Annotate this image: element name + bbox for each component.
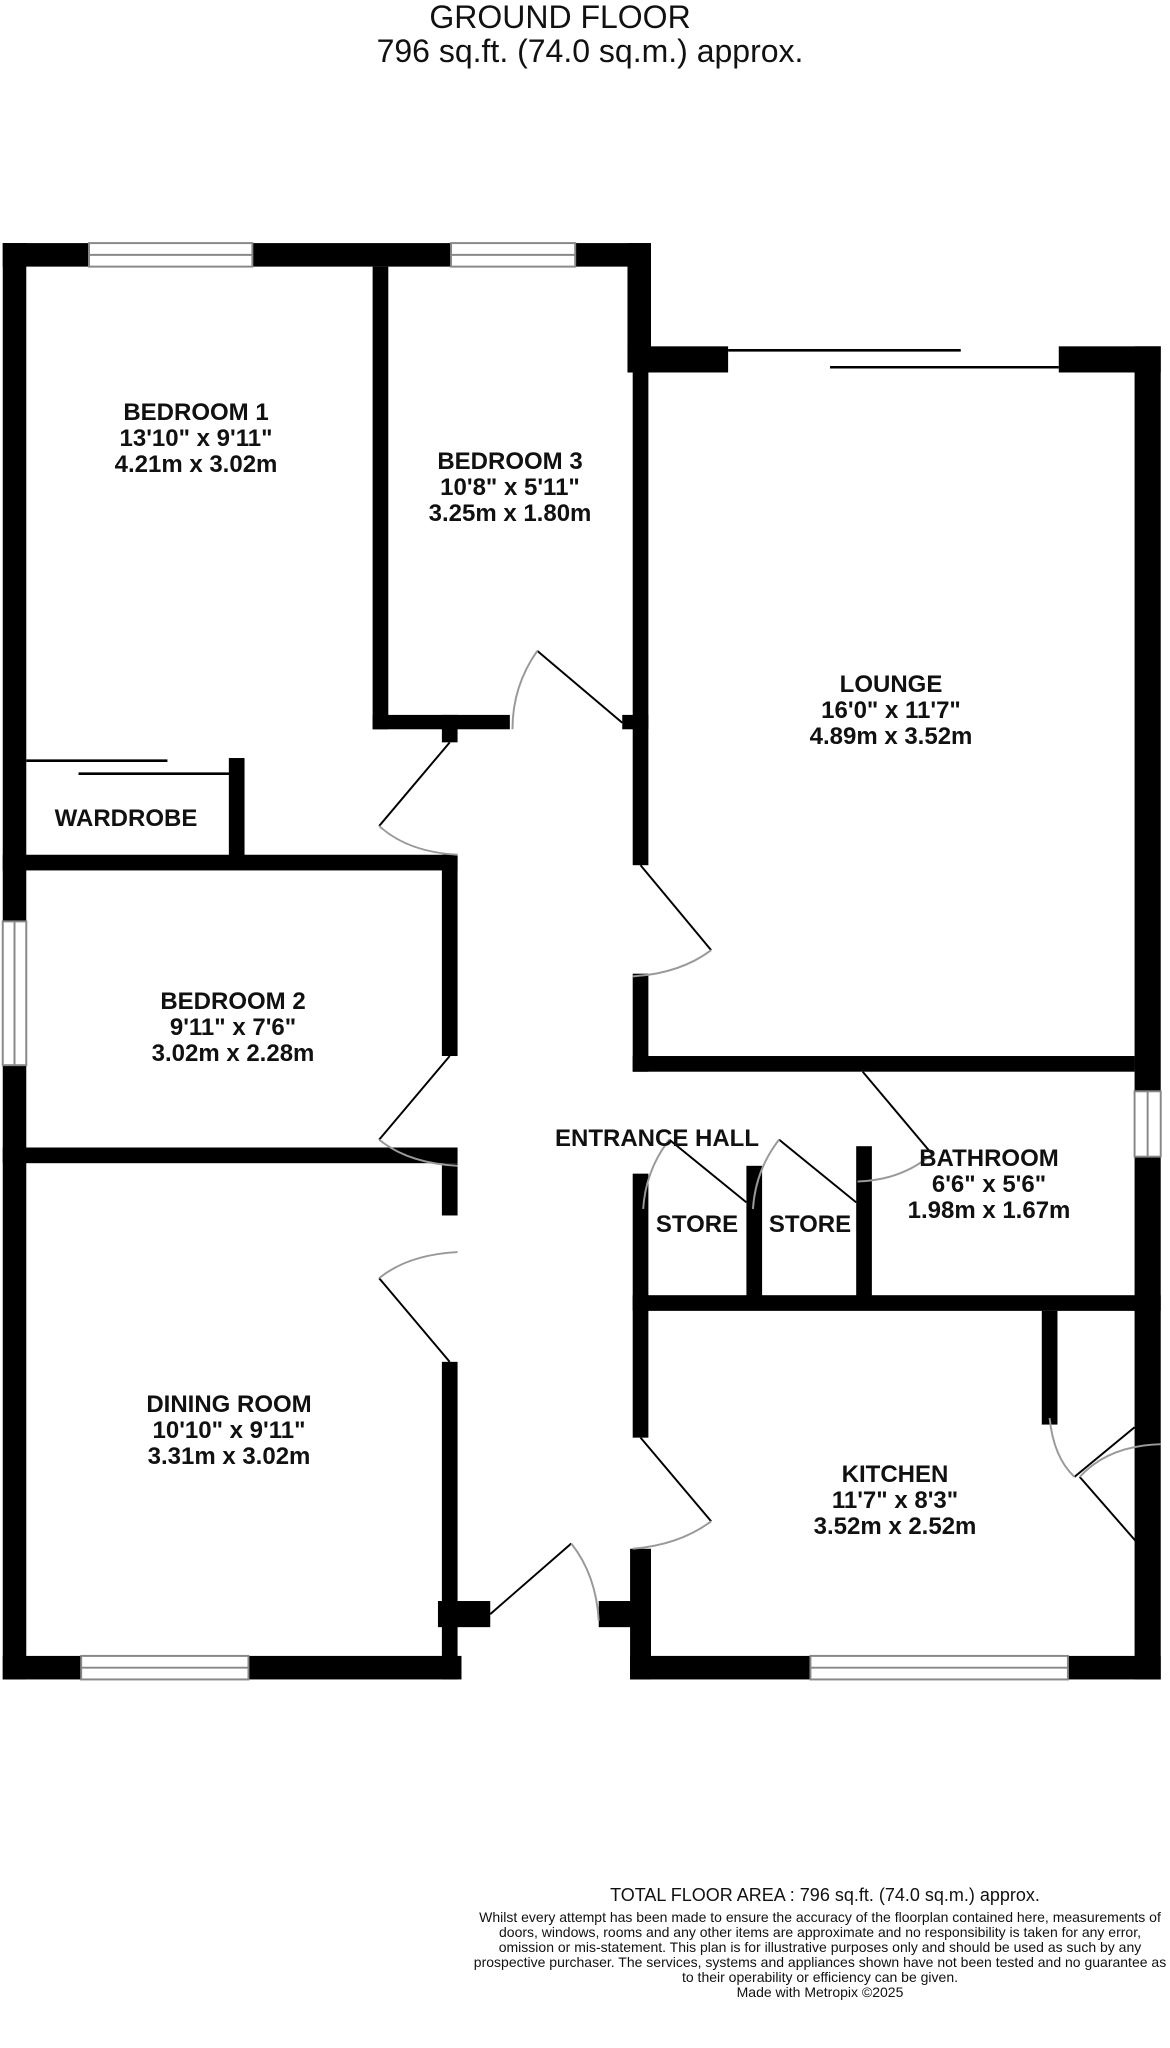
wall: [632, 973, 649, 1072]
room-imperial: 10'8" x 5'11": [440, 474, 580, 501]
wall: [441, 1163, 458, 1216]
room-name: KITCHEN: [841, 1461, 949, 1488]
room-name: ENTRANCE HALL: [555, 1125, 759, 1152]
disclaimer-text: Whilst every attempt has been made to en…: [473, 1909, 1167, 1985]
room-metric: 4.21m x 3.02m: [114, 451, 278, 478]
wall: [622, 714, 649, 730]
room-name: BEDROOM 2: [160, 988, 306, 1015]
wall: [1134, 346, 1161, 1680]
disclaimer: Whilst every attempt has been made to en…: [470, 1910, 1170, 2000]
wall: [630, 1548, 652, 1680]
wall: [632, 1295, 1161, 1311]
wall: [228, 758, 245, 863]
room-entrance-hall: ENTRANCE HALL: [555, 1126, 759, 1152]
wall: [746, 1165, 763, 1301]
wall: [2, 1147, 458, 1164]
room-name: DINING ROOM: [146, 1391, 312, 1418]
room-lounge: LOUNGE 16'0" x 11'7" 4.89m x 3.52m: [810, 672, 973, 750]
room-store-1: STORE: [656, 1212, 738, 1238]
room-imperial: 10'10" x 9'11": [152, 1417, 306, 1444]
room-store-2: STORE: [769, 1212, 851, 1238]
room-metric: 3.25m x 1.80m: [428, 500, 592, 527]
room-name: LOUNGE: [839, 671, 943, 698]
room-name: BATHROOM: [919, 1145, 1059, 1172]
room-name: BEDROOM 3: [437, 448, 583, 475]
wall: [632, 372, 649, 866]
room-metric: 4.89m x 3.52m: [809, 723, 973, 750]
room-metric: 1.98m x 1.67m: [907, 1197, 1071, 1224]
wall: [441, 714, 458, 743]
wall: [2, 854, 458, 871]
wall: [627, 243, 652, 373]
room-imperial: 11'7" x 8'3": [831, 1487, 959, 1514]
room-bedroom1: BEDROOM 1 13'10" x 9'11" 4.21m x 3.02m: [115, 400, 278, 478]
room-name: WARDROBE: [54, 805, 198, 832]
windows: [1, 242, 1162, 1681]
floor-title: GROUND FLOOR: [429, 0, 691, 35]
wall: [632, 1056, 1135, 1072]
total-floor-area: TOTAL FLOOR AREA : 796 sq.ft. (74.0 sq.m…: [610, 1885, 1040, 1905]
room-metric: 3.31m x 3.02m: [147, 1443, 311, 1470]
room-metric: 3.02m x 2.28m: [151, 1040, 315, 1067]
wall: [437, 1601, 491, 1628]
room-bedroom3: BEDROOM 3 10'8" x 5'11" 3.25m x 1.80m: [429, 449, 592, 527]
room-bathroom: BATHROOM 6'6" x 5'6" 1.98m x 1.67m: [908, 1146, 1071, 1224]
room-imperial: 13'10" x 9'11": [119, 425, 273, 452]
wall: [372, 266, 389, 730]
sliding-doors: [26, 348, 1059, 776]
room-metric: 3.52m x 2.52m: [813, 1513, 977, 1540]
doors: [378, 650, 1161, 1621]
wall: [1041, 1310, 1058, 1425]
room-wardrobe: WARDROBE: [55, 806, 198, 832]
wall: [372, 714, 510, 730]
credit: Made with Metropix ©2025: [736, 1984, 904, 2000]
room-imperial: 16'0" x 11'7": [821, 697, 961, 724]
wall: [627, 346, 729, 373]
room-name: STORE: [655, 1211, 739, 1238]
room-name: BEDROOM 1: [123, 399, 269, 426]
room-bedroom2: BEDROOM 2 9'11" x 7'6" 3.02m x 2.28m: [152, 989, 315, 1067]
room-imperial: 6'6" x 5'6": [931, 1171, 1047, 1198]
walls: [2, 243, 1161, 1680]
room-name: STORE: [768, 1211, 852, 1238]
wall: [441, 854, 458, 1057]
room-kitchen: KITCHEN 11'7" x 8'3" 3.52m x 2.52m: [814, 1462, 977, 1540]
wall: [856, 1146, 872, 1301]
room-dining-room: DINING ROOM 10'10" x 9'11" 3.31m x 3.02m: [146, 1392, 311, 1470]
room-imperial: 9'11" x 7'6": [169, 1014, 297, 1041]
wall: [441, 1361, 458, 1680]
floor-area: 796 sq.ft. (74.0 sq.m.) approx.: [376, 33, 804, 69]
